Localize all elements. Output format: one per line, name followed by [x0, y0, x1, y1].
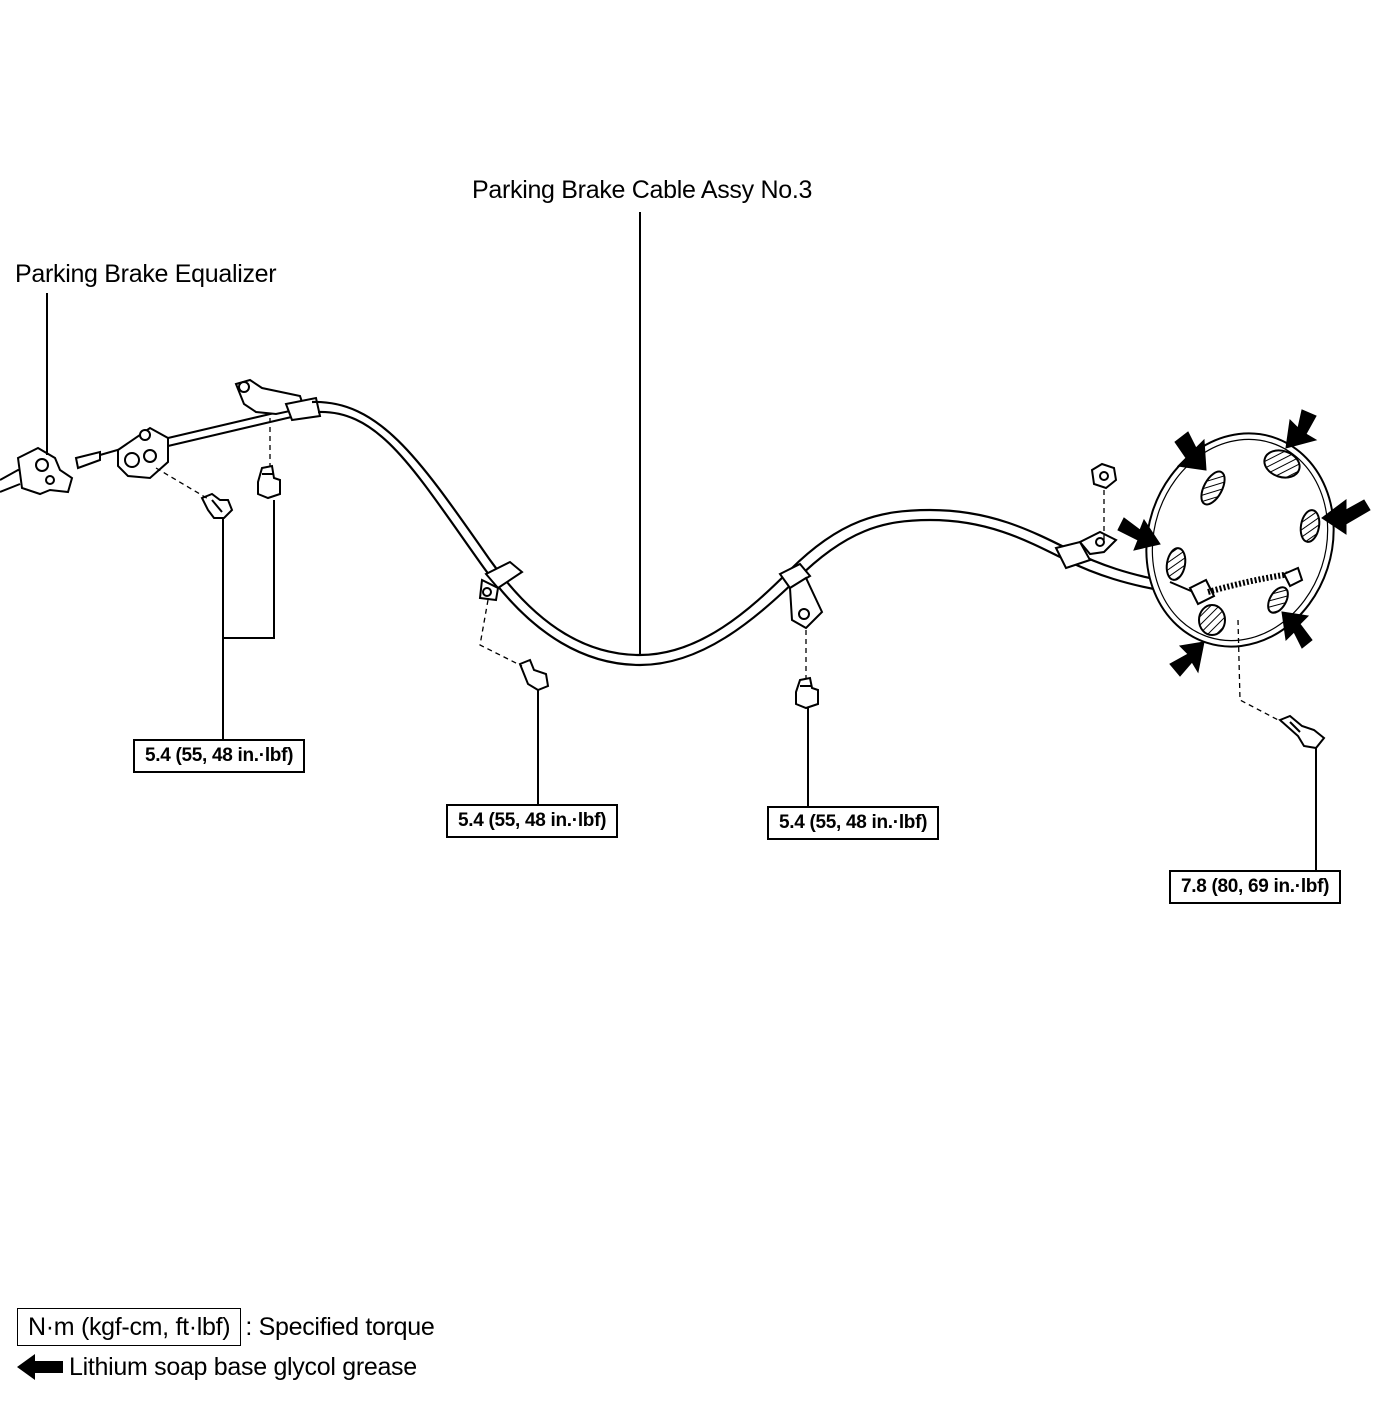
grease-arrow-4 [1117, 517, 1161, 551]
label-cable-assy: Parking Brake Cable Assy No.3 [472, 176, 813, 204]
cable-clamp-mid-left [478, 560, 524, 602]
grease-arrow-5 [1281, 611, 1313, 649]
cable-clamp-near-plate [1054, 530, 1118, 570]
bolt-4 [795, 676, 819, 710]
leader-lines [46, 212, 1317, 870]
brake-backing-plate [1145, 432, 1335, 648]
bolt-5 [1278, 714, 1326, 750]
equalizer-part [0, 446, 74, 496]
torque-box-mid-right: 5.4 (55, 48 in.·lbf) [767, 806, 940, 840]
legend-torque-unit: N·m (kgf-cm, ft·lbf) [17, 1308, 242, 1346]
grease-arrow-group [1117, 409, 1371, 677]
grease-arrow-6 [1169, 641, 1205, 677]
torque-box-mid-left: 5.4 (55, 48 in.·lbf) [446, 804, 619, 838]
cable-bracket-left [234, 378, 322, 422]
nut [1090, 462, 1118, 490]
legend-grease: Lithium soap base glycol grease [15, 1352, 417, 1382]
label-equalizer: Parking Brake Equalizer [15, 260, 277, 288]
legend-grease-desc: Lithium soap base glycol grease [69, 1352, 417, 1381]
torque-box-plate: 7.8 (80, 69 in.·lbf) [1169, 870, 1342, 904]
legend-torque-desc: : Specified torque [245, 1312, 435, 1341]
grease-arrow-2 [1285, 409, 1318, 449]
legend-torque: N·m (kgf-cm, ft·lbf) : Specified torque [17, 1308, 435, 1346]
bolt-dashed-lines [155, 418, 1283, 723]
grease-arrow-icon [17, 1354, 63, 1380]
torque-box-left: 5.4 (55, 48 in.·lbf) [133, 739, 306, 773]
cable-clamp-mid-right [778, 562, 824, 630]
parking-brake-cable [311, 400, 1171, 667]
bolt-1 [200, 492, 234, 519]
grease-arrow-1 [1174, 431, 1207, 471]
grease-arrow-3 [1321, 499, 1371, 535]
bolt-2 [257, 464, 281, 500]
cable-end-fitting [74, 426, 169, 480]
bolt-3 [518, 658, 550, 692]
